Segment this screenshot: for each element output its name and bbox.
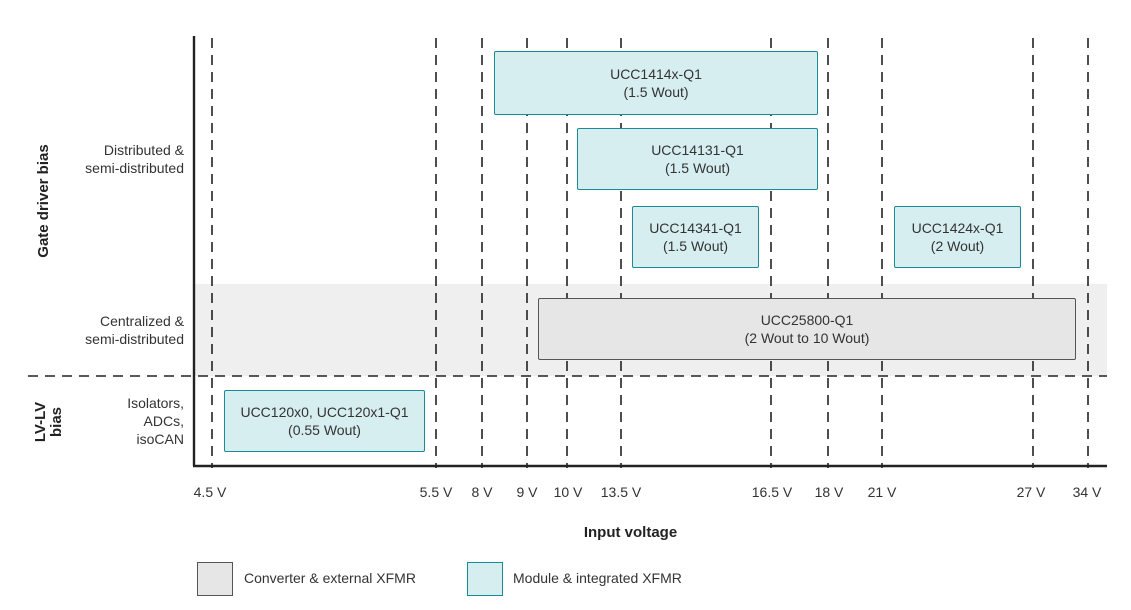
tick-label-34v: 34 V — [1072, 484, 1102, 500]
tick-label-9v: 9 V — [516, 484, 538, 500]
device-box-ucc1424x: UCC1424x-Q1 (2 Wout) — [894, 206, 1021, 268]
device-name: UCC14341-Q1 — [649, 220, 742, 236]
row-label-isolators: Isolators, ADCs, isoCAN — [127, 395, 184, 447]
tick-label-27v: 27 V — [1016, 484, 1046, 500]
device-name: UCC120x0, UCC120x1-Q1 — [240, 404, 409, 420]
tick-label-13.5v: 13.5 V — [600, 484, 642, 500]
tick-label-8v: 8 V — [471, 484, 493, 500]
device-power: (1.5 Wout) — [623, 84, 689, 100]
row-label-distributed: Distributed & semi-distributed — [85, 142, 184, 176]
tick-label-4.5v: 4.5 V — [193, 484, 227, 500]
tick-label-21v: 21 V — [867, 484, 897, 500]
device-power: (1.5 Wout) — [662, 238, 729, 254]
device-name: UCC14131-Q1 — [651, 142, 744, 158]
device-box-ucc25800: UCC25800-Q1 (2 Wout to 10 Wout) — [538, 298, 1076, 360]
device-name: UCC1414x-Q1 — [610, 66, 702, 82]
device-power: (0.55 Wout) — [288, 422, 361, 438]
tick-label-5.5v: 5.5 V — [419, 484, 453, 500]
x-axis-title: Input voltage — [583, 524, 678, 541]
device-power: (2 Wout) — [930, 238, 985, 254]
legend-label-converter: Converter & external XFMR — [244, 570, 416, 586]
device-box-ucc14131: UCC14131-Q1 (1.5 Wout) — [577, 128, 818, 190]
tick-label-16.5v: 16.5 V — [751, 484, 793, 500]
device-box-ucc1414x: UCC1414x-Q1 (1.5 Wout) — [494, 51, 818, 115]
device-box-ucc14341: UCC14341-Q1 (1.5 Wout) — [632, 206, 759, 268]
row-label-centralized: Centralized & semi-distributed — [85, 313, 184, 347]
device-box-ucc120x0: UCC120x0, UCC120x1-Q1 (0.55 Wout) — [224, 390, 425, 452]
device-name: UCC1424x-Q1 — [911, 220, 1004, 236]
tick-label-10v: 10 V — [553, 484, 583, 500]
device-name: UCC25800-Q1 — [760, 312, 854, 328]
tick-label-18v: 18 V — [814, 484, 844, 500]
device-power: (2 Wout to 10 Wout) — [744, 330, 870, 346]
legend-label-module: Module & integrated XFMR — [513, 570, 682, 586]
legend-swatch-module — [467, 562, 503, 596]
legend-swatch-converter — [197, 562, 233, 596]
device-power: (1.5 Wout) — [664, 160, 731, 176]
